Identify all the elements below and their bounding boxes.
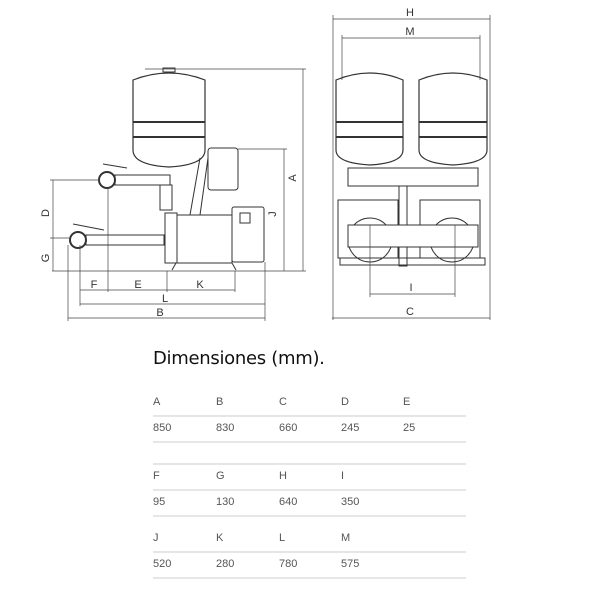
pump-flange [164, 212, 178, 264]
value-row: 95 130 640 350 [153, 491, 466, 517]
value: 245 [341, 422, 360, 434]
key: I [341, 470, 345, 482]
page-title: Dimensiones (mm). [153, 348, 325, 369]
front-view: H M I C [332, 7, 491, 320]
dim-label-b: B [156, 307, 163, 319]
key: L [279, 532, 286, 544]
value: 520 [153, 558, 172, 570]
dimension-group-2: F G H I 95 130 640 350 [153, 463, 466, 517]
key: J [153, 532, 159, 544]
base-plate [339, 257, 486, 266]
value: 660 [279, 422, 298, 434]
key: H [279, 470, 287, 482]
dimension-group-1: A B C D E 850 830 660 245 25 [153, 391, 466, 443]
value: 830 [216, 422, 235, 434]
motor-box [231, 206, 265, 263]
key: A [153, 396, 161, 408]
dim-label-c: C [406, 306, 414, 318]
value-row: 850 830 660 245 25 [153, 417, 466, 443]
dim-label-e: E [134, 279, 141, 291]
dim-label-l: L [162, 293, 168, 305]
manifold [347, 167, 479, 187]
value: 575 [341, 558, 360, 570]
dim-label-k: K [196, 279, 204, 291]
dim-label-h: H [406, 7, 414, 19]
pressure-tank-left [335, 72, 404, 166]
dim-label-a: A [287, 174, 299, 182]
key: E [403, 396, 411, 408]
key: M [341, 532, 351, 544]
key-row: A B C D E [153, 391, 466, 417]
upper-valve [98, 171, 116, 189]
dim-label-d: D [40, 209, 52, 217]
technical-drawing: A J D G F E K L B H M I C [40, 7, 491, 321]
value: 640 [279, 496, 298, 508]
key-row: J K L M [153, 527, 466, 553]
value: 130 [216, 496, 235, 508]
key: G [216, 470, 225, 482]
dimension-group-3: J K L M 520 280 780 575 [153, 527, 466, 579]
value: 280 [216, 558, 235, 570]
value: 95 [153, 496, 166, 508]
value: 350 [341, 496, 360, 508]
value: 25 [403, 422, 416, 434]
key: C [279, 396, 287, 408]
key-row: F G H I [153, 463, 466, 491]
value: 780 [279, 558, 298, 570]
key: D [341, 396, 349, 408]
side-view: A J D G F E K L B [40, 67, 306, 321]
controller [207, 147, 239, 191]
tank-cap [162, 67, 176, 73]
value: 850 [153, 422, 172, 434]
pump-motor [176, 214, 233, 264]
dim-label-g: G [40, 254, 52, 263]
value-row: 520 280 780 575 [153, 553, 466, 579]
dim-label-i: I [409, 282, 412, 294]
dim-label-j: J [267, 211, 279, 217]
key: K [216, 532, 224, 544]
pressure-tank [132, 72, 206, 168]
lower-valve [69, 231, 87, 249]
pressure-tank-right [418, 72, 488, 166]
dim-label-f: F [91, 279, 98, 291]
key: B [216, 396, 224, 408]
key: F [153, 470, 160, 482]
dim-label-m: M [405, 26, 414, 38]
